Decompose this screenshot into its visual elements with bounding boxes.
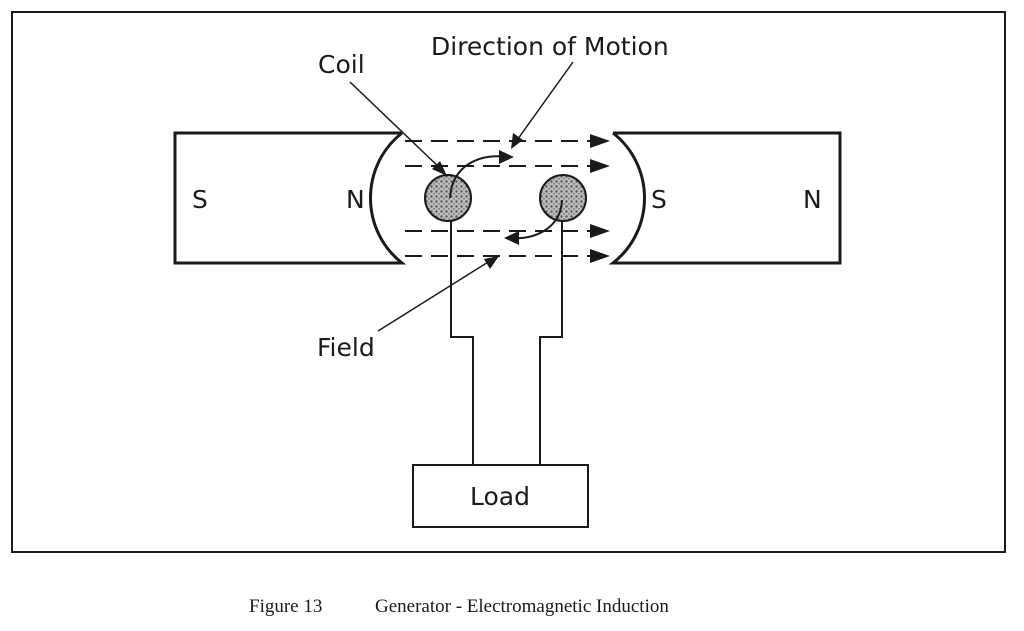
right-magnet-pole-s: S	[651, 185, 667, 214]
load-box	[412, 464, 589, 528]
coil-leader-line	[349, 81, 444, 172]
circuit-wire-right	[539, 220, 563, 465]
diagram-frame	[11, 11, 1006, 553]
left-magnet	[173, 131, 407, 265]
right-magnet-pole-n: N	[803, 185, 822, 214]
coil-conductor-left	[424, 174, 472, 222]
coil-label: Coil	[318, 50, 365, 79]
right-magnet	[608, 131, 842, 265]
coil-leader-arrowhead	[432, 161, 447, 176]
figure-caption: Generator - Electromagnetic Induction	[375, 596, 669, 617]
figure-number: Figure 13	[249, 596, 322, 617]
left-magnet-pole-n: N	[346, 185, 365, 214]
field-leader-line	[377, 258, 494, 332]
field-label: Field	[317, 333, 375, 362]
direction-of-motion-leader-arrowhead	[511, 133, 523, 149]
load-label: Load	[470, 482, 530, 511]
field-arrowheads	[590, 134, 610, 263]
direction-of-motion-leader-line	[514, 61, 574, 144]
rotation-arrowhead-top	[499, 150, 514, 164]
left-magnet-pole-s: S	[192, 185, 208, 214]
rotation-arrowhead-bottom	[504, 231, 519, 245]
coil-conductor-right	[539, 174, 587, 222]
circuit-wire-left	[450, 220, 474, 465]
direction-of-motion-label: Direction of Motion	[431, 32, 669, 61]
field-leader-arrowhead	[484, 256, 499, 269]
